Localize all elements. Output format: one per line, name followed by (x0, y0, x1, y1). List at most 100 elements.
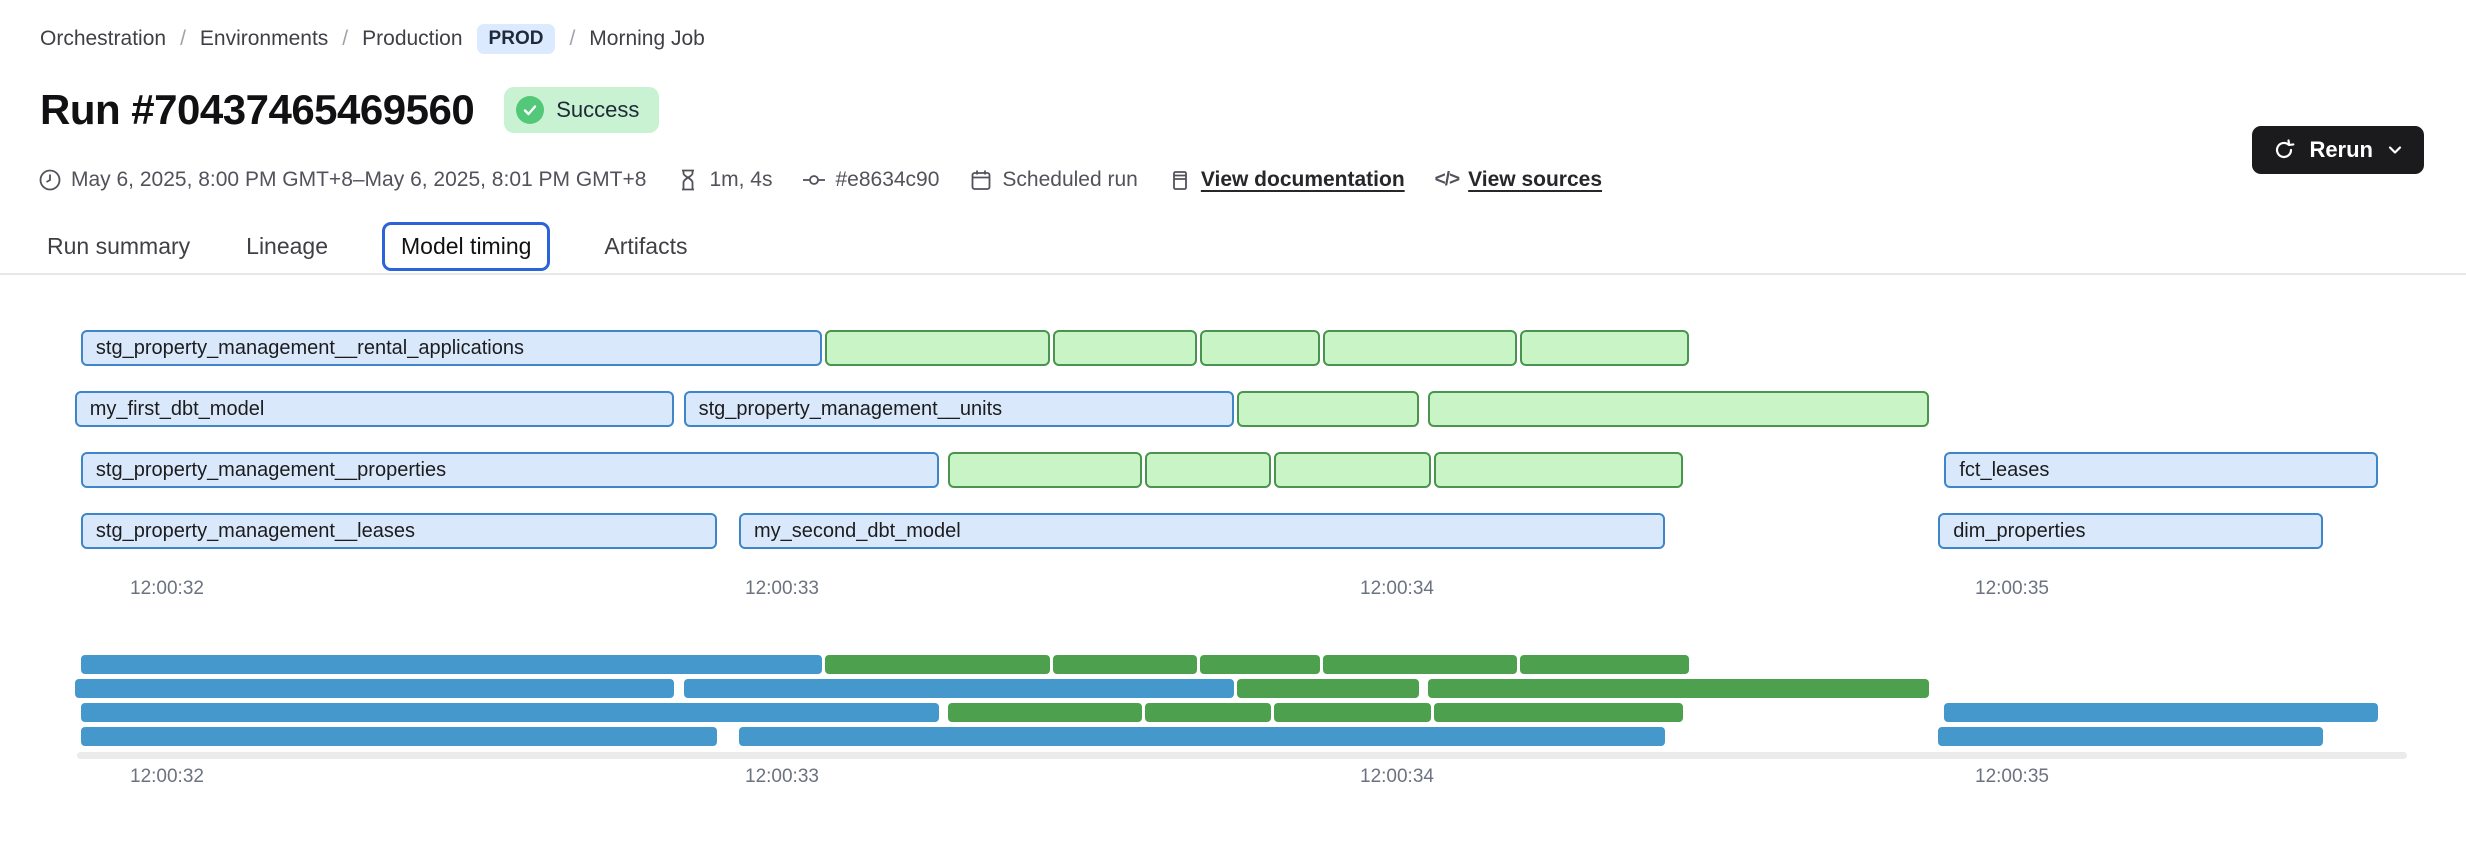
page-title: Run #70437465469560 (40, 86, 475, 133)
minimap-bar[interactable] (683, 679, 1235, 698)
run-meta-row: May 6, 2025, 8:00 PM GMT+8–May 6, 2025, … (38, 168, 1602, 192)
minimap-bar[interactable] (1052, 655, 1198, 674)
minimap-bar[interactable] (1944, 703, 2378, 722)
gantt-bar-label: fct_leases (1959, 458, 2050, 481)
tab-bar: Run summary Lineage Model timing Artifac… (45, 222, 689, 271)
tab-artifacts[interactable]: Artifacts (604, 233, 688, 259)
gantt-bar-test[interactable] (1237, 391, 1419, 427)
tabs-divider (0, 273, 2466, 275)
git-commit-icon (802, 168, 826, 192)
trigger-type: Scheduled run (969, 168, 1138, 192)
gantt-bar-test[interactable] (1433, 452, 1684, 488)
tab-lineage[interactable]: Lineage (246, 233, 329, 259)
refresh-icon (2276, 139, 2295, 159)
minimap-bar[interactable] (825, 655, 1050, 674)
clock-icon (38, 168, 62, 192)
minimap-bar[interactable] (1520, 655, 1690, 674)
code-icon: </> (1434, 169, 1461, 190)
duration: 1m, 4s (676, 168, 772, 192)
gantt-bar-test[interactable] (1427, 391, 1930, 427)
minimap-bar[interactable] (74, 679, 675, 698)
minimap-bar[interactable] (948, 703, 1142, 722)
model-timing-gantt: stg_property_management__rental_applicat… (0, 330, 2466, 555)
gantt-bar-test[interactable] (825, 330, 1050, 366)
minimap-bar[interactable] (1938, 727, 2323, 746)
timing-minimap[interactable] (0, 655, 2466, 750)
breadcrumb: Orchestration / Environments / Productio… (40, 24, 705, 54)
view-sources[interactable]: </> View sources (1435, 168, 1602, 192)
document-icon (1168, 168, 1192, 192)
gantt-bar-label: stg_property_management__units (698, 397, 1003, 420)
view-sources-link[interactable]: View sources (1468, 168, 1603, 191)
minimap-bar[interactable] (1237, 679, 1419, 698)
time-tick-label: 12:00:33 (745, 766, 819, 787)
hourglass-icon (676, 168, 700, 192)
status-label: Success (556, 97, 640, 122)
gantt-bar-test[interactable] (948, 452, 1142, 488)
gantt-bar-label: my_second_dbt_model (753, 519, 961, 542)
breadcrumb-production[interactable]: Production (362, 27, 463, 50)
minimap-bar[interactable] (1274, 703, 1431, 722)
minimap-bar[interactable] (80, 655, 823, 674)
minimap-bar[interactable] (738, 727, 1665, 746)
gantt-bar-fct_leases[interactable]: fct_leases (1944, 452, 2378, 488)
gantt-bar-stg_property_management__rental_applications[interactable]: stg_property_management__rental_applicat… (80, 330, 823, 366)
gantt-bar-stg_property_management__properties[interactable]: stg_property_management__properties (80, 452, 939, 488)
gantt-bar-test[interactable] (1520, 330, 1690, 366)
breadcrumb-environments[interactable]: Environments (199, 27, 329, 50)
minimap-bar[interactable] (80, 727, 718, 746)
time-tick-label: 12:00:33 (745, 578, 819, 599)
tab-run-summary[interactable]: Run summary (47, 233, 191, 259)
title-row: Run #70437465469560 Success (40, 86, 660, 134)
commit-hash: #e8634c90 (802, 168, 939, 192)
time-tick-label: 12:00:32 (130, 578, 204, 599)
gantt-bar-dim_properties[interactable]: dim_properties (1938, 513, 2323, 549)
tab-model-timing[interactable]: Model timing (382, 222, 551, 271)
gantt-bar-label: stg_property_management__properties (95, 458, 447, 481)
view-documentation[interactable]: View documentation (1168, 168, 1405, 192)
gantt-bar-stg_property_management__units[interactable]: stg_property_management__units (683, 391, 1235, 427)
minimap-scroll-track[interactable] (77, 752, 2407, 759)
gantt-bar-my_second_dbt_model[interactable]: my_second_dbt_model (738, 513, 1665, 549)
time-tick-label: 12:00:35 (1975, 766, 2049, 787)
gantt-bar-label: stg_property_management__rental_applicat… (95, 336, 524, 359)
minimap-bar[interactable] (1427, 679, 1930, 698)
minimap-bar[interactable] (80, 703, 939, 722)
rerun-button[interactable]: Rerun (2252, 126, 2424, 174)
time-tick-label: 12:00:32 (130, 766, 204, 787)
minimap-bar[interactable] (1323, 655, 1517, 674)
minimap-time-axis: 12:00:32 12:00:33 12:00:34 12:00:35 (0, 766, 2466, 790)
breadcrumb-separator: / (569, 27, 576, 50)
time-range: May 6, 2025, 8:00 PM GMT+8–May 6, 2025, … (38, 168, 646, 192)
trigger-label: Scheduled run (1002, 168, 1138, 191)
gantt-bar-label: my_first_dbt_model (89, 397, 265, 420)
minimap-bar[interactable] (1200, 655, 1321, 674)
gantt-bar-test[interactable] (1052, 330, 1198, 366)
gantt-bar-test[interactable] (1200, 330, 1321, 366)
breadcrumb-separator: / (342, 27, 349, 50)
gantt-bar-test[interactable] (1144, 452, 1271, 488)
time-tick-label: 12:00:34 (1360, 766, 1434, 787)
gantt-bar-label: stg_property_management__leases (95, 519, 415, 542)
rerun-label: Rerun (2309, 137, 2373, 162)
status-badge: Success (504, 87, 660, 133)
breadcrumb-orchestration[interactable]: Orchestration (40, 27, 167, 50)
commit-hash-label: #e8634c90 (835, 168, 940, 191)
time-range-label: May 6, 2025, 8:00 PM GMT+8–May 6, 2025, … (71, 168, 647, 191)
time-tick-label: 12:00:35 (1975, 578, 2049, 599)
gantt-bar-stg_property_management__leases[interactable]: stg_property_management__leases (80, 513, 718, 549)
calendar-icon (969, 168, 993, 192)
gantt-bar-my_first_dbt_model[interactable]: my_first_dbt_model (74, 391, 675, 427)
breadcrumb-morning-job[interactable]: Morning Job (589, 27, 705, 50)
minimap-bar[interactable] (1144, 703, 1271, 722)
gantt-bar-test[interactable] (1323, 330, 1517, 366)
minimap-bar[interactable] (1433, 703, 1684, 722)
gantt-bar-test[interactable] (1274, 452, 1431, 488)
view-documentation-link[interactable]: View documentation (1200, 168, 1405, 191)
success-check-icon (516, 96, 545, 124)
breadcrumb-separator: / (180, 27, 186, 50)
chevron-down-icon (2388, 146, 2402, 154)
gantt-bar-label: dim_properties (1953, 519, 2086, 542)
